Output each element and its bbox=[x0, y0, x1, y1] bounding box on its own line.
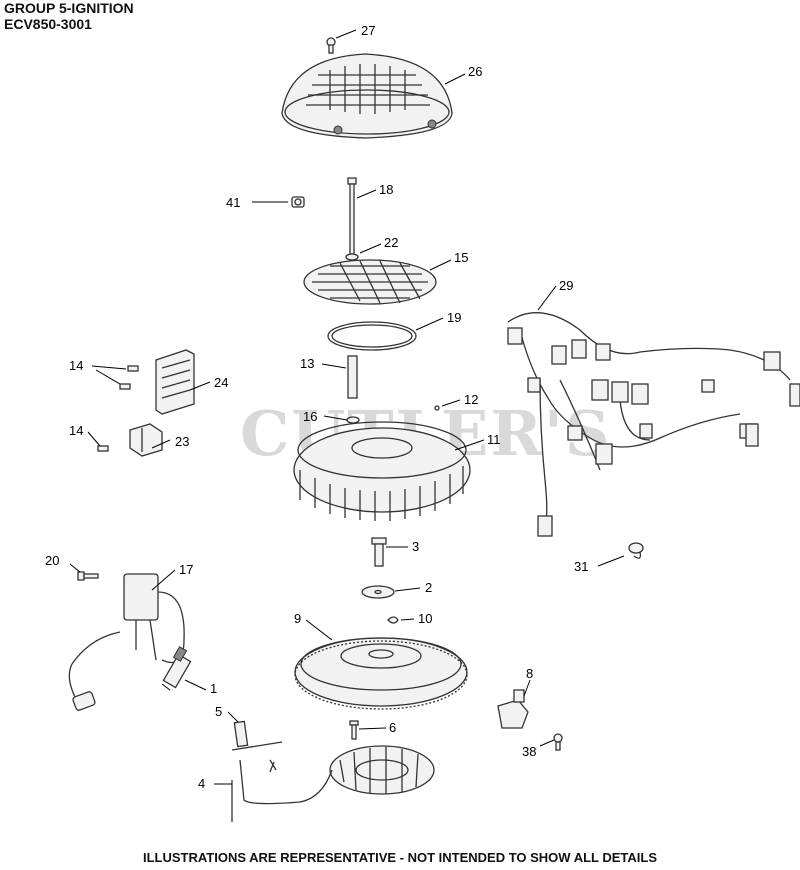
part-20-screw-icon bbox=[77, 571, 99, 581]
callout-6: 6 bbox=[389, 720, 396, 735]
diagram-group-title: GROUP 5-IGNITION bbox=[4, 0, 134, 16]
part-19-gasket-icon bbox=[327, 321, 417, 351]
callout-8: 8 bbox=[526, 666, 533, 681]
part-10-key-icon bbox=[387, 616, 399, 624]
part-18-bolt-icon bbox=[347, 177, 357, 255]
callout-19: 19 bbox=[447, 310, 461, 325]
stator-icon bbox=[329, 745, 435, 795]
callout-18: 18 bbox=[379, 182, 393, 197]
callout-14-lower: 14 bbox=[69, 423, 83, 438]
part-24-module-icon bbox=[155, 349, 195, 415]
callout-13: 13 bbox=[300, 356, 314, 371]
diagram-model-number: ECV850-3001 bbox=[4, 16, 92, 32]
callout-16: 16 bbox=[303, 409, 317, 424]
callout-15: 15 bbox=[454, 250, 468, 265]
callout-27: 27 bbox=[361, 23, 375, 38]
part-16-washer-icon bbox=[346, 416, 360, 424]
part-6-screw-icon bbox=[349, 720, 359, 740]
callout-5: 5 bbox=[215, 704, 222, 719]
callout-10: 10 bbox=[418, 611, 432, 626]
part-29-harness-icon bbox=[507, 312, 800, 537]
callout-23: 23 bbox=[175, 434, 189, 449]
part-15-screen-icon bbox=[303, 259, 437, 305]
part-26-cover-icon bbox=[281, 53, 453, 139]
part-41-nut-icon bbox=[291, 196, 305, 208]
callout-31: 31 bbox=[574, 559, 588, 574]
part-2-washer-icon bbox=[361, 585, 395, 599]
callout-29: 29 bbox=[559, 278, 573, 293]
callout-2: 2 bbox=[425, 580, 432, 595]
part-14-screws-icon bbox=[97, 365, 139, 452]
part-38-screw-icon bbox=[553, 733, 563, 751]
disclaimer-footer: ILLUSTRATIONS ARE REPRESENTATIVE - NOT I… bbox=[143, 850, 657, 865]
callout-1: 1 bbox=[210, 681, 217, 696]
part-12-pin-icon bbox=[434, 405, 440, 411]
part-8-sensor-icon bbox=[497, 689, 529, 729]
callout-14-upper: 14 bbox=[69, 358, 83, 373]
part-27-screw-icon bbox=[326, 37, 336, 54]
callout-22: 22 bbox=[384, 235, 398, 250]
part-31-clip-icon bbox=[628, 542, 644, 559]
part-22-washer-icon bbox=[345, 253, 359, 261]
callout-12: 12 bbox=[464, 392, 478, 407]
part-17-ignition-module-icon bbox=[68, 573, 185, 711]
part-9-flywheel-icon bbox=[294, 637, 468, 710]
callout-labels: 27 26 41 18 22 15 19 13 16 12 11 3 2 10 … bbox=[45, 23, 588, 791]
part-4-wire-icon bbox=[231, 720, 333, 822]
part-1-spark-plug-icon bbox=[161, 646, 192, 691]
callout-38: 38 bbox=[522, 744, 536, 759]
callout-24: 24 bbox=[214, 375, 228, 390]
callout-11: 11 bbox=[487, 432, 501, 447]
part-13-spacer-icon bbox=[347, 355, 358, 399]
part-23-relay-icon bbox=[129, 423, 163, 457]
callout-41: 41 bbox=[226, 195, 240, 210]
part-11-fan-icon bbox=[293, 421, 471, 521]
callout-20: 20 bbox=[45, 553, 59, 568]
callout-17: 17 bbox=[179, 562, 193, 577]
callout-9: 9 bbox=[294, 611, 301, 626]
part-3-bolt-icon bbox=[371, 537, 387, 567]
callout-4: 4 bbox=[198, 776, 205, 791]
callout-26: 26 bbox=[468, 64, 482, 79]
leader-lines bbox=[69, 29, 625, 785]
callout-3: 3 bbox=[412, 539, 419, 554]
